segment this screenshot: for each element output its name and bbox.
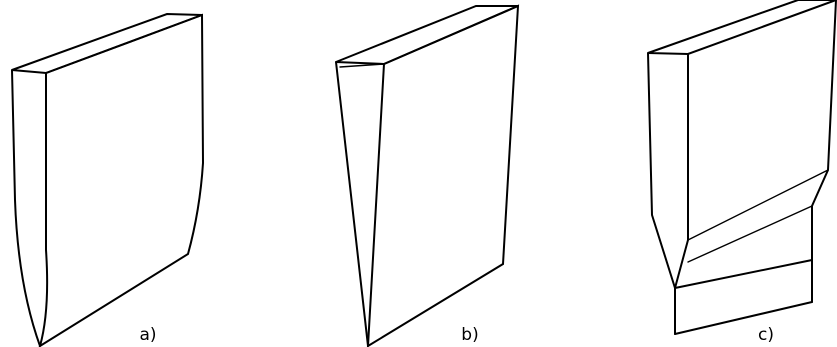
panel-c-bevel-line-1 [687,169,829,241]
panel-c-front-face [674,53,689,335]
panel-a-side-face [11,69,41,347]
panel-c-side-face [647,52,676,289]
panel-c-bottom-edge [674,301,813,335]
panel-b-blade [335,4,520,347]
panel-c-top-face [647,0,837,56]
panel-b-front-face [366,4,520,347]
panel-b-label: b) [461,325,478,345]
panel-a-top-face [11,12,203,75]
panel-c-blade [647,0,837,335]
panel-c-label: c) [758,325,774,345]
panel-a-label: a) [139,325,156,345]
panel-c-bevel-line-3 [674,259,813,289]
panel-b-side-face [335,61,369,347]
panel-b-top-edge-inner [339,63,385,68]
panel-b-top-face [335,5,519,66]
panel-c-bevel-line-2 [687,205,813,263]
panel-a-front-face [38,13,205,347]
panel-c-right-edge [811,0,837,261]
panel-a-blade [11,12,205,347]
